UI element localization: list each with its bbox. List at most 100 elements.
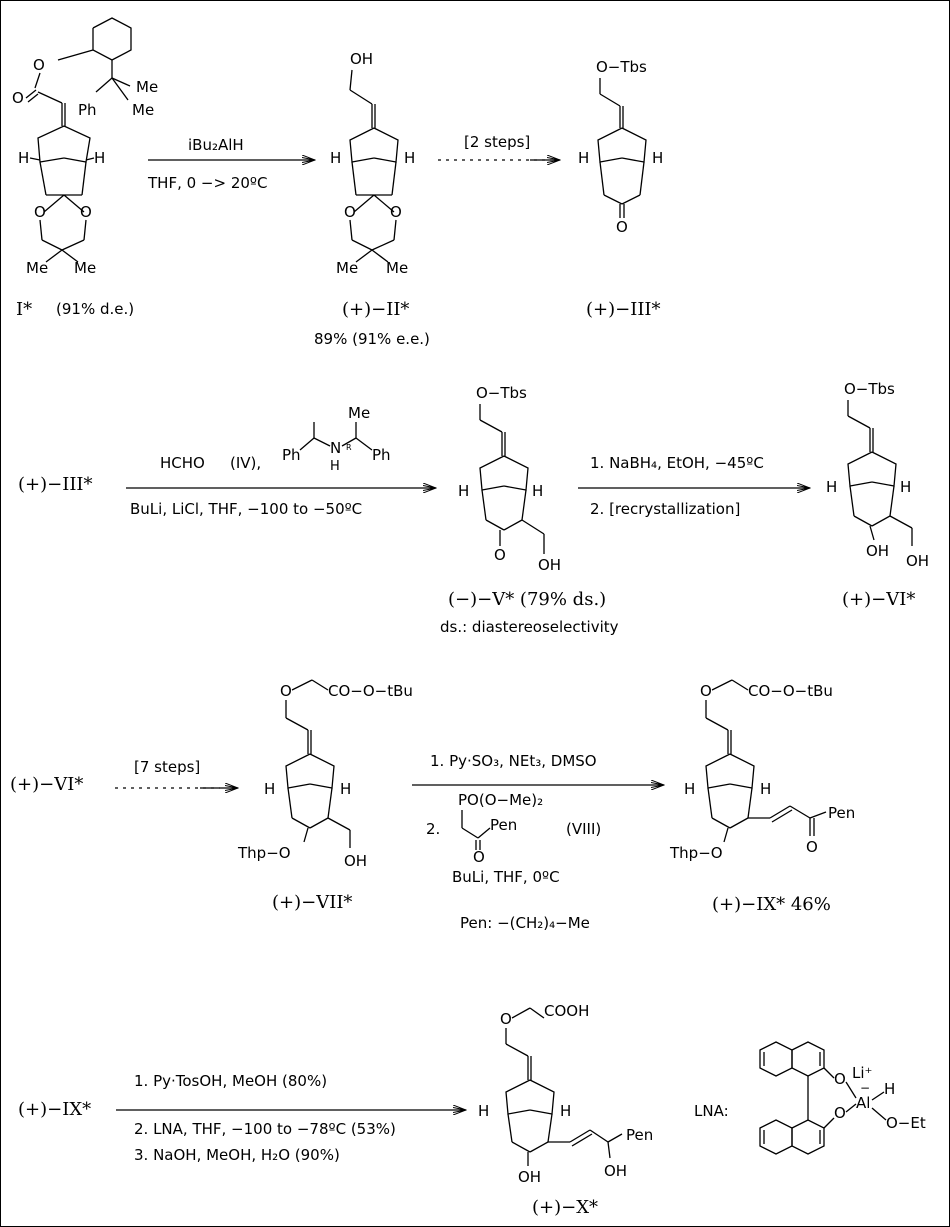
h-label: H	[652, 149, 663, 167]
oh-label: OH	[518, 1168, 541, 1186]
label-IX: (+)−IX* 46%	[712, 894, 831, 915]
li-label: Li⁺	[852, 1064, 872, 1082]
label-VI-start: (+)−VI*	[10, 774, 83, 795]
label-III-start: (+)−III*	[18, 474, 93, 495]
o-label: O	[33, 56, 45, 74]
h-label: H	[18, 149, 29, 167]
h-label: H	[578, 149, 589, 167]
ph-label: Ph	[78, 101, 97, 119]
thp-label: Thp−O	[669, 844, 723, 862]
lna-label: LNA:	[694, 1102, 729, 1120]
ester-label: CO−O−tBu	[748, 682, 833, 700]
o-label: O	[700, 682, 712, 700]
o-label: O	[80, 203, 92, 221]
r-label: R	[346, 443, 352, 452]
h-label: H	[532, 482, 543, 500]
h-label: H	[884, 1080, 895, 1098]
reagent-7-line3: 3. NaOH, MeOH, H₂O (90%)	[134, 1146, 340, 1164]
oet-label: O−Et	[886, 1114, 926, 1132]
reagent-4-top: 1. NaBH₄, EtOH, −45ºC	[590, 454, 764, 472]
compound-X: O COOH Pen OH OH H H	[478, 1002, 653, 1186]
ester-label: CO−O−tBu	[328, 682, 413, 700]
compound-III: O−Tbs O H H	[578, 58, 663, 236]
reagent-6-line3: BuLi, THF, 0ºC	[452, 868, 560, 886]
h-label: H	[264, 780, 275, 798]
me-label: Me	[348, 404, 370, 422]
al-label: Al	[856, 1094, 870, 1112]
otbs-label: O−Tbs	[596, 58, 647, 76]
o-label: O	[280, 682, 292, 700]
label-II: (+)−II*	[342, 299, 409, 320]
h-label: H	[900, 478, 911, 496]
thp-label: Thp−O	[237, 844, 291, 862]
h-label: H	[684, 780, 695, 798]
oh-label: OH	[350, 50, 373, 68]
reagent-IV: Ph N H Me R Ph	[282, 404, 391, 474]
reagent-3-bottom: BuLi, LiCl, THF, −100 to −50ºC	[130, 500, 362, 518]
otbs-label: O−Tbs	[476, 384, 527, 402]
compound-VII: O CO−O−tBu OH Thp−O H H	[237, 679, 413, 870]
o-label: O	[616, 218, 628, 236]
reagent-VIII-tag: (VIII)	[566, 820, 601, 838]
h-label: H	[330, 149, 341, 167]
label-VI: (+)−VI*	[842, 589, 915, 610]
o-label: O	[344, 203, 356, 221]
o-label: O	[390, 203, 402, 221]
pen-label: Pen	[828, 804, 855, 822]
compound-IX: O CO−O−tBu Pen O Thp−O H H	[669, 679, 855, 862]
reagent-4-bottom: 2. [recrystallization]	[590, 500, 740, 518]
label-VII: (+)−VII*	[272, 892, 352, 913]
compound-I: Me Me Ph O O H H O O Me Me	[12, 17, 158, 277]
label-X: (+)−X*	[532, 1197, 598, 1218]
label-IX-start: (+)−IX*	[18, 1099, 91, 1120]
reagent-VIII-pen: Pen	[490, 816, 517, 834]
reagent-VIII-phosphonate: PO(O−Me)₂	[458, 791, 543, 809]
compound-II: OH H H O O Me Me	[330, 50, 415, 277]
o-label: O	[12, 89, 24, 107]
al-charge: −	[860, 1081, 870, 1095]
pen-definition: Pen: −(CH₂)₄−Me	[460, 914, 590, 932]
h-label: H	[760, 780, 771, 798]
compound-V: O−Tbs OH O H H	[458, 384, 561, 574]
me-label: Me	[26, 259, 48, 277]
me-label: Me	[136, 78, 158, 96]
o-label: O	[834, 1070, 846, 1088]
reagent-3-top-b: (IV),	[230, 454, 261, 472]
h-label: H	[330, 459, 340, 474]
reagent-VIII: PO(O−Me)₂ Pen O (VIII)	[458, 791, 601, 866]
cooh-label: COOH	[544, 1002, 589, 1020]
lna-structure: O O Al − Li⁺ H O−Et	[759, 1041, 926, 1155]
ph-label: Ph	[372, 446, 391, 464]
reagent-5-top: [7 steps]	[134, 758, 200, 776]
label-I-note: (91% d.e.)	[56, 300, 134, 318]
reagent-7-line2: 2. LNA, THF, −100 to −78ºC (53%)	[134, 1120, 396, 1138]
compound-VI: O−Tbs OH OH H H	[826, 380, 929, 570]
reagent-6-line1: 1. Py·SO₃, NEt₃, DMSO	[430, 752, 597, 770]
reagent-6-num: 2.	[426, 820, 440, 838]
oh-label: OH	[866, 542, 889, 560]
h-label: H	[458, 482, 469, 500]
me-label: Me	[386, 259, 408, 277]
label-V-note: ds.: diastereoselectivity	[440, 618, 619, 636]
h-label: H	[340, 780, 351, 798]
o-label: O	[834, 1104, 846, 1122]
reagent-7-line1: 1. Py·TosOH, MeOH (80%)	[134, 1072, 327, 1090]
oh-label: OH	[538, 556, 561, 574]
reagent-VIII-o: O	[473, 848, 485, 866]
o-label: O	[500, 1010, 512, 1028]
h-label: H	[478, 1102, 489, 1120]
n-label: N	[330, 439, 341, 457]
oh-label: OH	[604, 1162, 627, 1180]
me-label: Me	[132, 101, 154, 119]
h-label: H	[94, 149, 105, 167]
otbs-label: O−Tbs	[844, 380, 895, 398]
o-label: O	[806, 838, 818, 856]
oh-label: OH	[344, 852, 367, 870]
ph-label: Ph	[282, 446, 301, 464]
oh-label: OH	[906, 552, 929, 570]
reagent-3-top-a: HCHO	[160, 454, 205, 472]
h-label: H	[560, 1102, 571, 1120]
o-label: O	[494, 546, 506, 564]
